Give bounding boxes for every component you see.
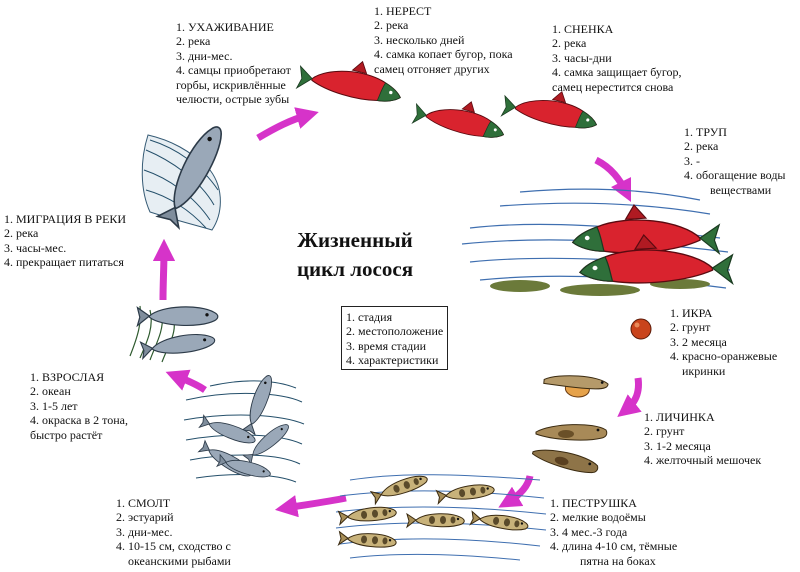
stage-fry-label: 1. ПЕСТРУШКА 2. мелкие водоёмы 3. 4 мес.… bbox=[550, 496, 677, 568]
courtship-stage: 1. УХАЖИВАНИЕ bbox=[176, 20, 274, 34]
arrow-smolt-to-adult bbox=[165, 369, 207, 393]
migration-duration: 3. часы-мес. bbox=[4, 240, 67, 255]
legend-item-duration: 3. время стадии bbox=[346, 338, 427, 353]
smolt-illustration bbox=[183, 372, 305, 483]
cycle-arrows bbox=[152, 107, 642, 518]
legend-item-stage: 1. стадия bbox=[346, 310, 393, 324]
spawning-location: 2. река bbox=[374, 18, 409, 33]
courtship-note-3: челюсти, острые зубы bbox=[176, 92, 290, 107]
alevin-stage: 1. ЛИЧИНКА bbox=[644, 410, 715, 424]
guarding-duration: 3. часы-дни bbox=[552, 50, 612, 65]
spawning-stage: 1. НЕРЕСТ bbox=[374, 4, 432, 18]
migration-stage: 1. МИГРАЦИЯ В РЕКИ bbox=[4, 212, 127, 226]
adult-stage: 1. ВЗРОСЛАЯ bbox=[30, 370, 105, 384]
stage-migration-label: 1. МИГРАЦИЯ В РЕКИ 2. река 3. часы-мес. … bbox=[4, 212, 126, 270]
guarding-stage: 1. СНЕНКА bbox=[552, 22, 614, 36]
eggs-note-1: 4. красно-оранжевые bbox=[670, 349, 778, 364]
alevin-illustration bbox=[531, 375, 609, 474]
stage-eggs-label: 1. ИКРА 2. грунт 3. 2 месяца 4. красно-о… bbox=[670, 306, 777, 378]
arrow-fry-to-smolt bbox=[274, 494, 347, 518]
carcass-note-2: веществами bbox=[710, 182, 772, 197]
courtship-illustration bbox=[141, 120, 230, 231]
arrow-carcass-to-eggs bbox=[617, 377, 642, 418]
arrow-courtship-to-spawning bbox=[256, 107, 319, 142]
guarding-location: 2. река bbox=[552, 36, 587, 51]
eggs-location: 2. грунт bbox=[670, 320, 711, 335]
adult-note-2: быстро растёт bbox=[30, 427, 103, 442]
carcass-location: 2. река bbox=[684, 139, 719, 154]
arrow-adult-to-migration bbox=[152, 238, 176, 301]
diagram-title: Жизненный цикл лосося bbox=[270, 226, 440, 284]
alevin-duration: 3. 1-2 месяца bbox=[644, 438, 711, 453]
eggs-stage: 1. ИКРА bbox=[670, 306, 713, 320]
title-line-1: Жизненный bbox=[297, 228, 413, 252]
guarding-note-2: самец нерестится снова bbox=[552, 79, 674, 94]
smolt-note-1: 4. 10-15 см, сходство с bbox=[116, 539, 231, 554]
courtship-note-2: горбы, искривлённые bbox=[176, 77, 286, 92]
smolt-location: 2. эстуарий bbox=[116, 510, 174, 525]
stage-smolt-label: 1. СМОЛТ 2. эстуарий 3. дни-мес. 4. 10-1… bbox=[116, 496, 231, 568]
fry-illustration bbox=[335, 471, 547, 561]
smolt-duration: 3. дни-мес. bbox=[116, 524, 173, 539]
stage-adult-label: 1. ВЗРОСЛАЯ 2. океан 3. 1-5 лет 4. окрас… bbox=[30, 370, 128, 442]
legend-item-characteristics: 4. характеристики bbox=[346, 353, 439, 368]
migration-location: 2. река bbox=[4, 226, 39, 241]
stage-spawning-label: 1. НЕРЕСТ 2. река 3. несколько дней 4. с… bbox=[374, 4, 513, 76]
migration-note-1: 4. прекращает питаться bbox=[4, 255, 124, 270]
carcass-duration: 3. - bbox=[684, 153, 700, 168]
arrow-guarding-to-carcass bbox=[594, 156, 632, 203]
title-line-2: цикл лосося bbox=[296, 257, 414, 281]
courtship-note-1: 4. самцы приобретают bbox=[176, 63, 291, 78]
stage-alevin-label: 1. ЛИЧИНКА 2. грунт 3. 1-2 месяца 4. жел… bbox=[644, 410, 761, 468]
carcass-illustration bbox=[461, 188, 734, 296]
spawning-note-2: самец отгоняет других bbox=[374, 61, 490, 76]
smolt-stage: 1. СМОЛТ bbox=[116, 496, 171, 510]
carcass-stage: 1. ТРУП bbox=[684, 125, 727, 139]
adult-note-1: 4. окраска в 2 тона, bbox=[30, 413, 128, 428]
guarding-note-1: 4. самка защищает бугор, bbox=[552, 65, 682, 80]
fry-note-2: пятна на боках bbox=[580, 553, 656, 568]
legend-box: 1. стадия 2. местоположение 3. время ста… bbox=[341, 306, 448, 370]
fry-stage: 1. ПЕСТРУШКА bbox=[550, 496, 637, 510]
carcass-note-1: 4. обогащение воды bbox=[684, 168, 786, 183]
spawning-duration: 3. несколько дней bbox=[374, 32, 465, 47]
eggs-duration: 3. 2 месяца bbox=[670, 334, 727, 349]
stage-guarding-label: 1. СНЕНКА 2. река 3. часы-дни 4. самка з… bbox=[552, 22, 682, 94]
smolt-note-2: океанскими рыбами bbox=[128, 553, 231, 568]
eggs-note-2: икринки bbox=[682, 363, 726, 378]
fry-location: 2. мелкие водоёмы bbox=[550, 510, 646, 525]
adult-illustration bbox=[129, 305, 219, 363]
arrow-alevin-to-fry bbox=[498, 475, 534, 508]
egg-illustration bbox=[630, 318, 652, 340]
stage-carcass-label: 1. ТРУП 2. река 3. - 4. обогащение воды … bbox=[684, 125, 786, 197]
courtship-duration: 3. дни-мес. bbox=[176, 48, 233, 63]
stage-courtship-label: 1. УХАЖИВАНИЕ 2. река 3. дни-мес. 4. сам… bbox=[176, 20, 291, 106]
adult-duration: 3. 1-5 лет bbox=[30, 398, 78, 413]
courtship-location: 2. река bbox=[176, 34, 211, 49]
adult-location: 2. океан bbox=[30, 384, 71, 399]
alevin-note-1: 4. желточный мешочек bbox=[644, 453, 762, 468]
spawning-note-1: 4. самка копает бугор, пока bbox=[374, 47, 513, 62]
fry-duration: 3. 4 мес.-3 года bbox=[550, 524, 628, 539]
legend-item-location: 2. местоположение bbox=[346, 324, 444, 339]
fry-note-1: 4. длина 4-10 см, тёмные bbox=[550, 539, 678, 554]
alevin-location: 2. грунт bbox=[644, 424, 685, 439]
